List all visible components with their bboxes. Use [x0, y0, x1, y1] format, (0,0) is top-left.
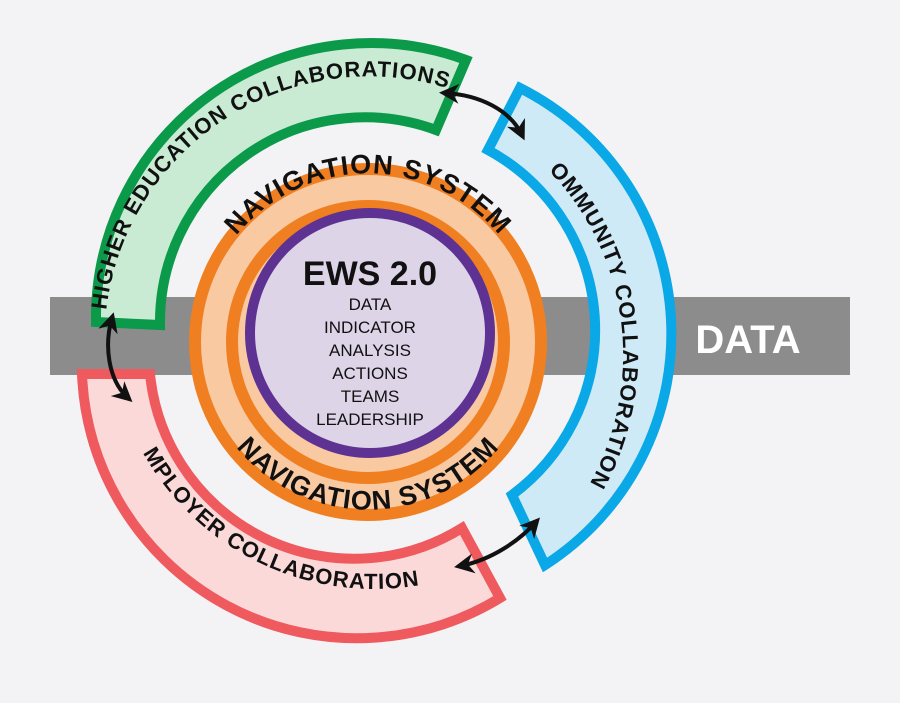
core-item: TEAMS	[341, 387, 400, 406]
core-item: LEADERSHIP	[316, 410, 424, 429]
community-employer-arrow	[454, 517, 540, 574]
higher-education-community-arrow	[439, 83, 525, 141]
core-item: INDICATOR	[324, 318, 416, 337]
navigation-inner-border	[226, 200, 510, 484]
ews-title: EWS 2.0	[303, 255, 437, 293]
employer-arc	[76, 369, 507, 644]
community-arc	[481, 81, 677, 573]
higher-education-employer-arrow	[98, 312, 133, 403]
higher-education-arc	[90, 38, 473, 331]
core-items: DATA INDICATOR ANALYSIS ACTIONS TEAMS LEADERS…	[316, 295, 424, 429]
core-item: ANALYSIS	[329, 341, 411, 360]
data-band-label: DATA	[695, 318, 800, 362]
core-item: DATA	[349, 295, 392, 314]
ews-core	[245, 208, 495, 458]
core-item: ACTIONS	[332, 364, 408, 383]
